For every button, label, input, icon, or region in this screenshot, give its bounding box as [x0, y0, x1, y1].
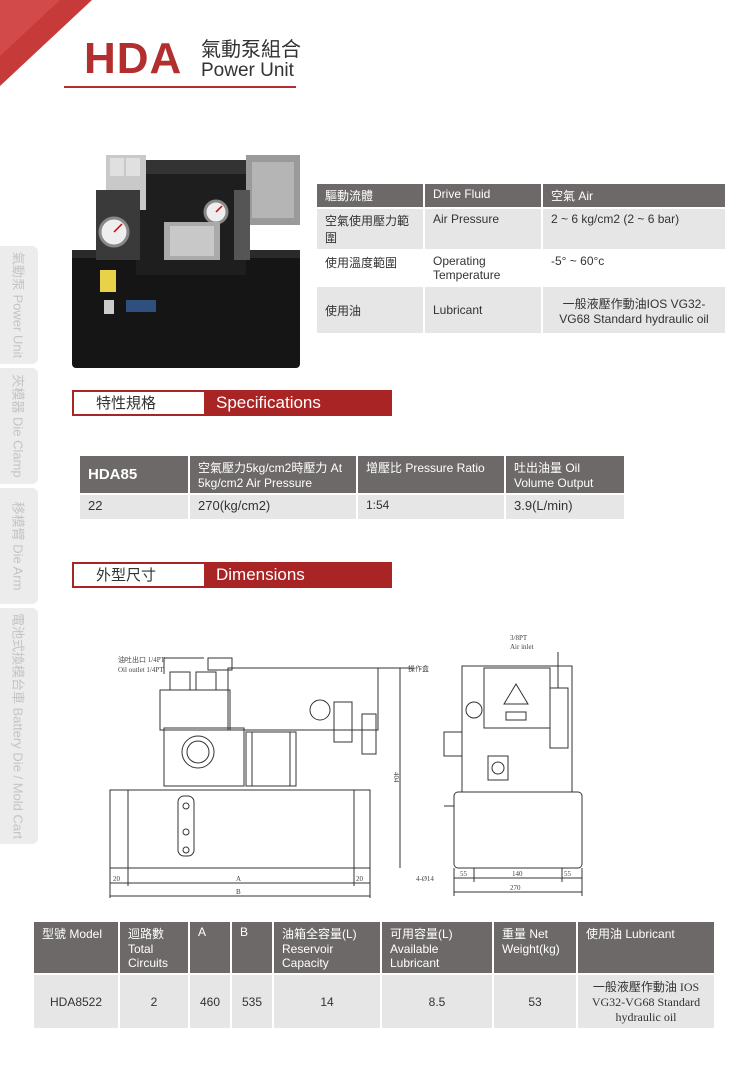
- table-cell: HDA8522: [34, 975, 118, 1028]
- table-header: 增壓比 Pressure Ratio: [358, 456, 504, 493]
- air-inlet-label-en: Air inlet: [510, 643, 534, 651]
- section-title-zh: 特性規格: [72, 390, 224, 416]
- dim-a-label: A: [236, 875, 241, 883]
- holes-label: 4-Ø14: [416, 875, 434, 883]
- oil-outlet-label-en: Oil outlet 1/4PT: [118, 666, 164, 674]
- dim-b-label: B: [236, 888, 241, 896]
- section-title-en: Dimensions: [204, 562, 392, 588]
- spec-cell: Air Pressure: [425, 209, 541, 249]
- side-tab-power-unit[interactable]: 氣動泵 Power Unit: [0, 246, 38, 364]
- dim-140-label: 140: [512, 870, 523, 878]
- side-tab-battery-cart[interactable]: 電池式換模台車 Battery Die / Mold Cart: [0, 608, 38, 844]
- table-header: 使用油 Lubricant: [578, 922, 714, 973]
- spec-cell: -5° ~ 60°c: [543, 251, 725, 285]
- section-title-zh: 外型尺寸: [72, 562, 224, 588]
- side-tab-label: 夾模器 Die Clamp: [10, 374, 26, 478]
- table-cell: 53: [494, 975, 576, 1028]
- dim-270-label: 270: [510, 884, 521, 892]
- spec-cell: Lubricant: [425, 287, 541, 333]
- side-tab-die-clamp[interactable]: 夾模器 Die Clamp: [0, 368, 38, 484]
- dimension-drawing: 油吐出口 1/4PT Oil outlet 1/4PT 3/8PT Air in…: [109, 634, 583, 898]
- dim-55-left-label: 55: [460, 870, 468, 878]
- header-corner-accent: [0, 0, 92, 86]
- spec-cell: 使用溫度範圍: [317, 251, 423, 285]
- spec-cell: 空氣 Air: [543, 184, 725, 207]
- spec-cell: 空氣使用壓力範圍: [317, 209, 423, 249]
- table-header: 空氣壓力5kg/cm2時壓力 At 5kg/cm2 Air Pressure: [190, 456, 356, 493]
- model-name: HDA85: [80, 456, 188, 493]
- oil-outlet-label-zh: 油吐出口 1/4PT: [118, 655, 166, 664]
- dim-20-left-label: 20: [113, 875, 121, 883]
- spec-cell: 使用油: [317, 287, 423, 333]
- table-header: 可用容量(L) Available Lubricant: [382, 922, 492, 973]
- page-title-zh: 氣動泵組合: [201, 37, 301, 61]
- switch-box-label: 操作盒: [408, 664, 429, 673]
- table-cell: 3.9(L/min): [506, 495, 624, 519]
- table-cell: 22: [80, 495, 188, 519]
- table-header: 重量 Net Weight(kg): [494, 922, 576, 973]
- table-cell: 270(kg/cm2): [190, 495, 356, 519]
- header-underline: [64, 86, 296, 88]
- operating-spec-table: 驅動流體 Drive Fluid 空氣 Air 空氣使用壓力範圍 Air Pre…: [315, 182, 727, 335]
- table-header: A: [190, 922, 230, 973]
- side-tab-label: 氣動泵 Power Unit: [10, 251, 26, 359]
- spec-cell: Operating Temperature: [425, 251, 541, 285]
- spec-cell: 驅動流體: [317, 184, 423, 207]
- table-header: 吐出油量 Oil Volume Output: [506, 456, 624, 493]
- dim-20-right-label: 20: [356, 875, 364, 883]
- table-header: 油箱全容量(L) Reservoir Capacity: [274, 922, 380, 973]
- side-tab-label: 電池式換模台車 Battery Die / Mold Cart: [10, 612, 26, 840]
- spec-cell: 2 ~ 6 kg/cm2 (2 ~ 6 bar): [543, 209, 725, 249]
- table-cell: 8.5: [382, 975, 492, 1028]
- table-cell: 535: [232, 975, 272, 1028]
- section-title-en: Specifications: [204, 390, 392, 416]
- table-cell: 460: [190, 975, 230, 1028]
- spec-cell: Drive Fluid: [425, 184, 541, 207]
- dim-55-right-label: 55: [564, 870, 572, 878]
- brand-logo: HDA: [84, 34, 183, 83]
- product-photo: [72, 155, 300, 368]
- table-cell: 2: [120, 975, 188, 1028]
- spec-cell: 一般液壓作動油IOS VG32-VG68 Standard hydraulic …: [543, 287, 725, 333]
- performance-table: HDA85 空氣壓力5kg/cm2時壓力 At 5kg/cm2 Air Pres…: [78, 454, 626, 521]
- table-header: B: [232, 922, 272, 973]
- side-tab-die-arm[interactable]: 移模臂 Die Arm: [0, 488, 38, 604]
- air-inlet-label-pt: 3/8PT: [510, 634, 528, 642]
- table-cell: 1:54: [358, 495, 504, 519]
- table-header: 迴路數 Total Circuits: [120, 922, 188, 973]
- model-table: 型號 Model 迴路數 Total Circuits A B 油箱全容量(L)…: [32, 920, 716, 1030]
- page-title-en: Power Unit: [201, 60, 294, 81]
- table-cell: 14: [274, 975, 380, 1028]
- table-header: 型號 Model: [34, 922, 118, 973]
- table-cell: 一般液壓作動油 IOS VG32-VG68 Standard hydraulic…: [578, 975, 714, 1028]
- height-dim-label: 404: [392, 772, 400, 783]
- side-tab-label: 移模臂 Die Arm: [10, 501, 26, 591]
